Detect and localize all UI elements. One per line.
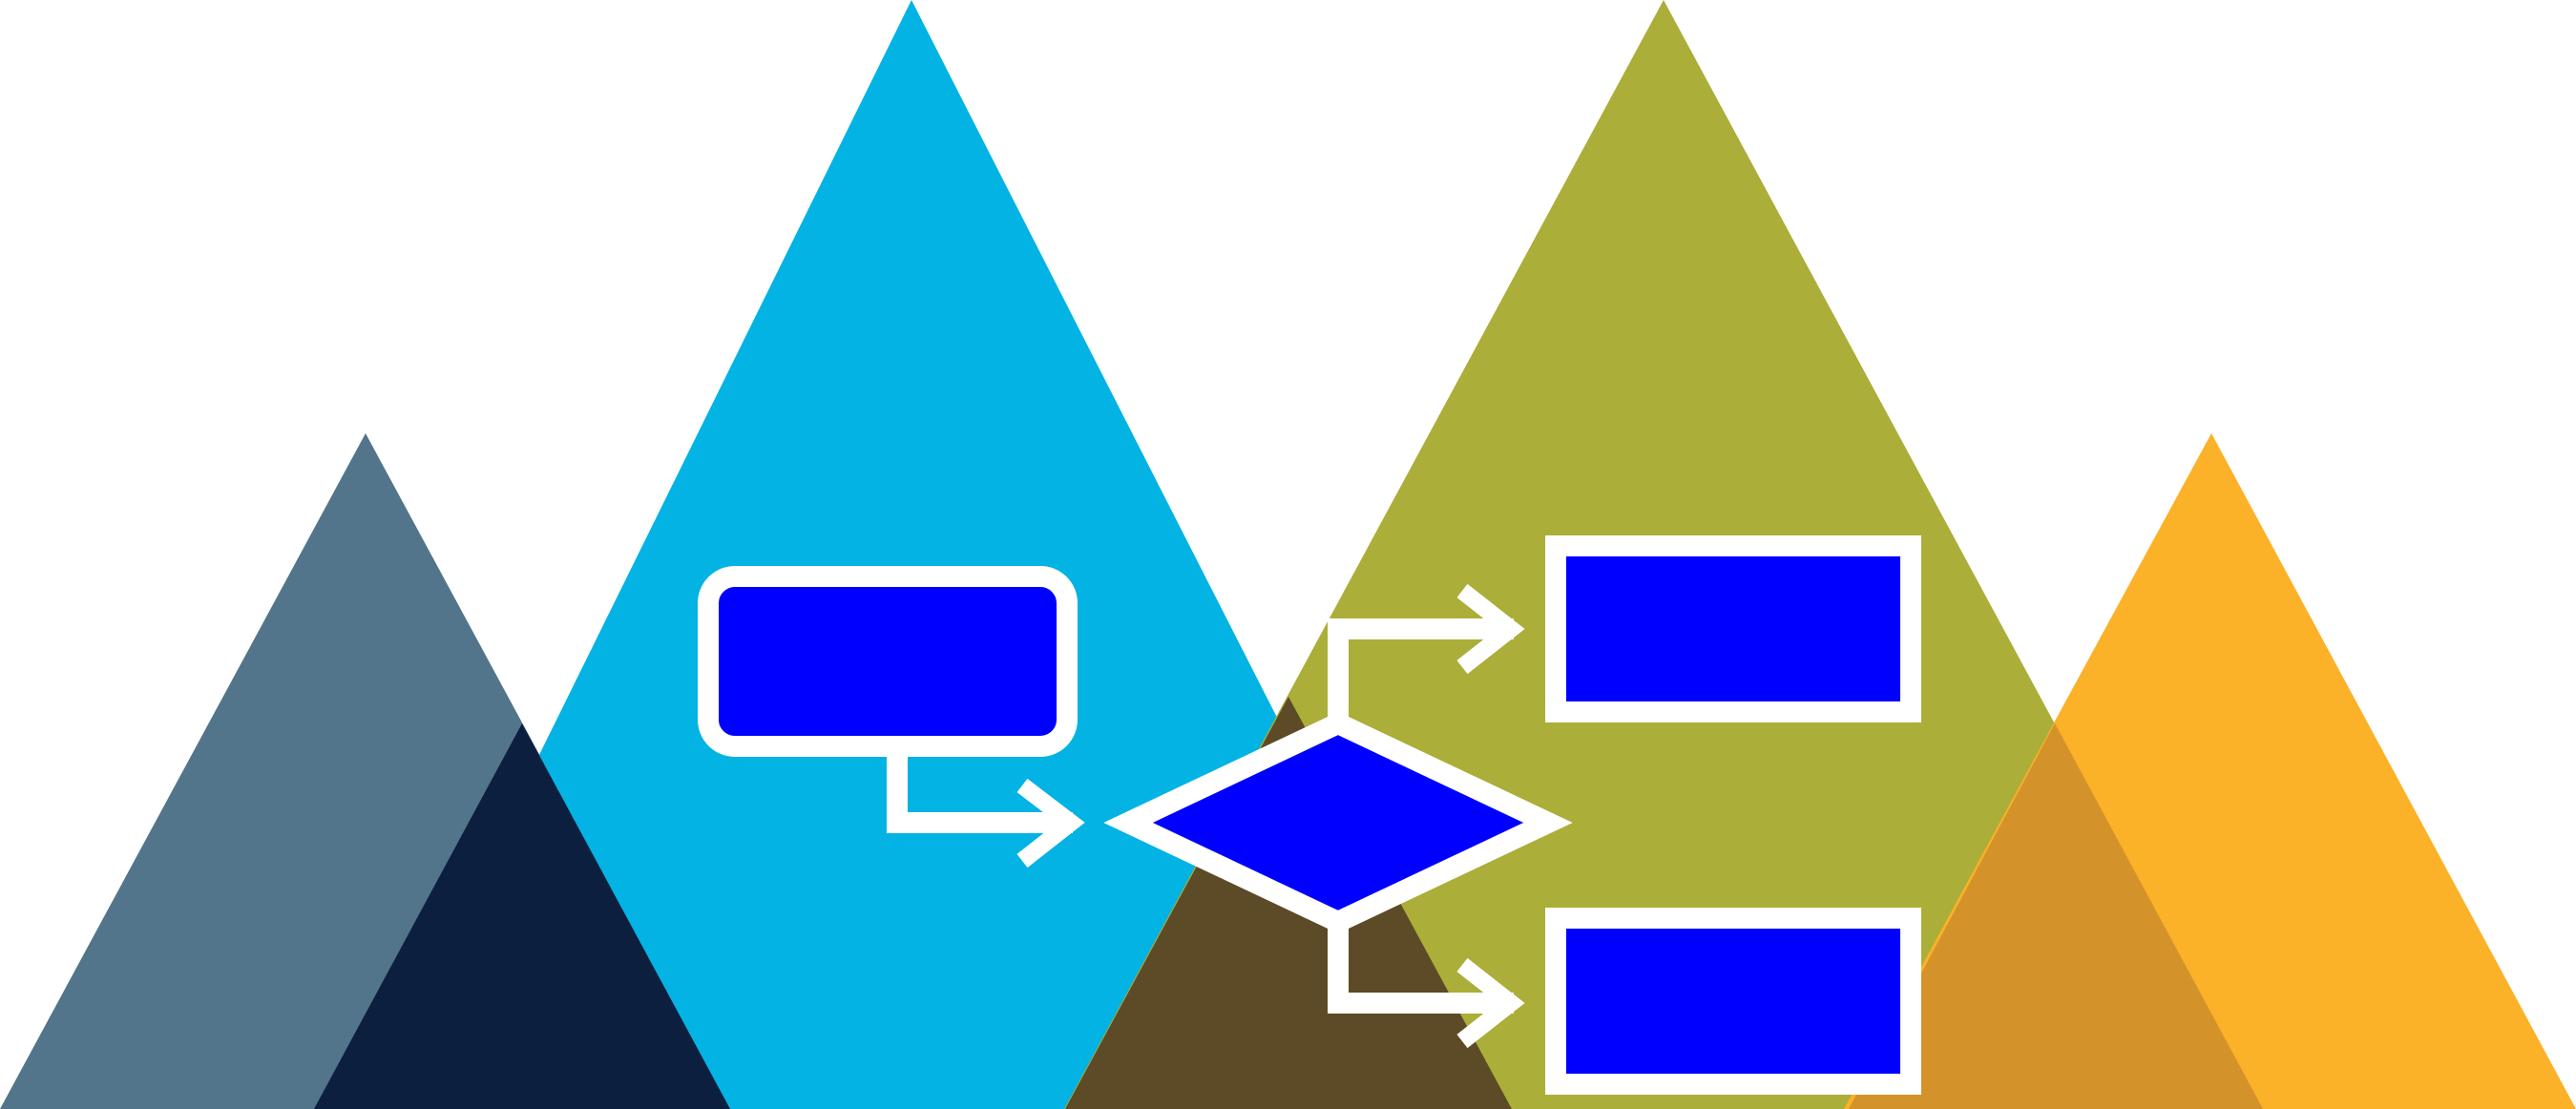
start-box (698, 566, 1078, 757)
connectors (887, 583, 1525, 1049)
connector-decision-to-bottom (1328, 924, 1525, 1049)
outcome-box-bottom (1545, 908, 1921, 1095)
flowchart-shapes (698, 535, 1921, 1095)
connector-start-to-decision (887, 749, 1085, 868)
decision-diamond (1103, 711, 1573, 934)
mountain-dark-orange (1849, 723, 2263, 1109)
connector-decision-to-top (1328, 583, 1525, 719)
mountain-navy (314, 723, 730, 1109)
outcome-box-top (1545, 535, 1921, 722)
